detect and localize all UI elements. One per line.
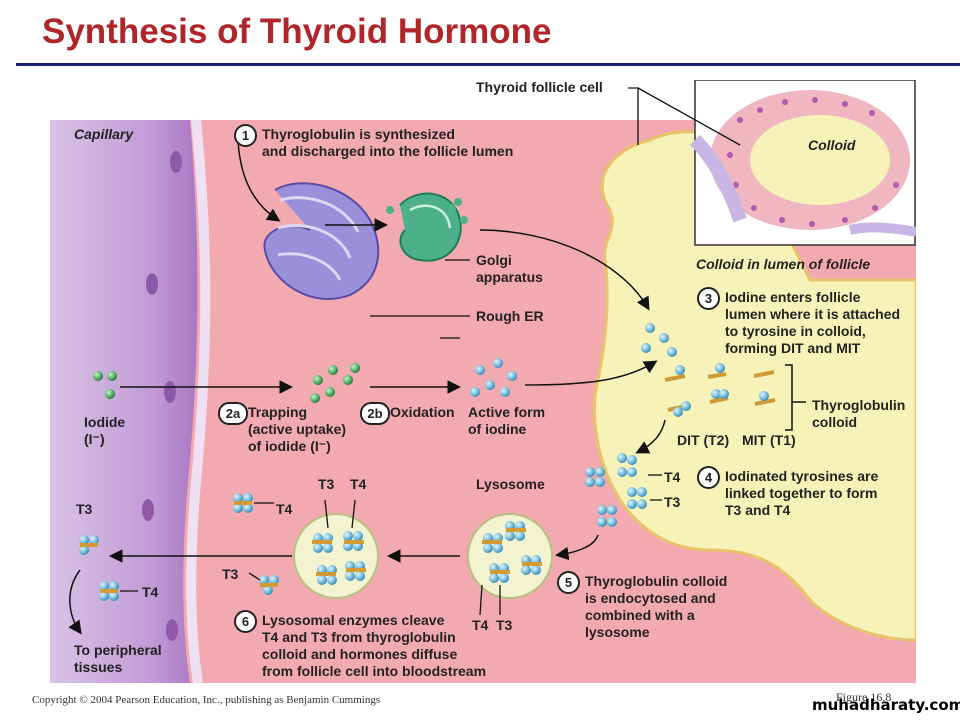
step-2a-line-3: of iodide (I⁻) [248,438,331,454]
step-2a-line-1: Trapping [248,404,308,420]
left-t3-label: T3 [318,476,335,492]
step-6-line-1: Lysosomal enzymes cleave [262,612,445,628]
active-form-label-2: of iodine [468,421,527,437]
to-peripheral-label-2: tissues [74,659,123,675]
step-5-line-3: combined with a [585,607,695,623]
blood-t4-label: T4 [142,584,159,600]
mit-label: MIT (T1) [742,432,796,448]
rough-er-label: Rough ER [476,308,544,324]
step-1-line-1: Thyroglobulin is synthesized [262,126,455,142]
lysosome-t3-label: T3 [496,617,513,633]
lysosome-label: Lysosome [476,476,545,492]
iodide-label-2: (I⁻) [84,431,105,447]
step-3-line-2: lumen where it is attached [725,306,901,322]
thyroglobulin-colloid-label-1: Thyroglobulin [812,397,906,413]
page-title: Synthesis of Thyroid Hormone [42,12,552,51]
capillary-label: Capillary [74,126,134,142]
cell-t3-label: T3 [222,566,239,582]
lumen-t3-label: T3 [664,494,681,510]
thyroglobulin-colloid-label-2: colloid [812,414,858,430]
step-5-line-4: lysosome [585,624,650,640]
iodide-label-1: Iodide [84,414,126,430]
step-4-line-2: linked together to form [725,485,878,501]
to-peripheral-label-1: To peripheral [74,642,162,658]
step-2a-number: 2a [218,402,248,425]
step-6-line-3: colloid and hormones diffuse [262,646,458,662]
step-3-line-1: Iodine enters follicle [725,289,861,305]
step-2b-number: 2b [360,402,390,425]
step-2a-line-2: (active uptake) [248,421,347,437]
step-1-line-2: and discharged into the follicle lumen [262,143,514,159]
colloid-in-lumen-label: Colloid in lumen of follicle [696,256,871,272]
step-2b-line-1: Oxidation [390,404,455,420]
golgi-label-1: Golgi [476,252,512,268]
figure-label: Figure 16.8 [836,690,892,704]
golgi-label-2: apparatus [476,269,543,285]
blood-t3-label: T3 [76,501,93,517]
copyright-notice: Copyright © 2004 Pearson Education, Inc.… [32,694,381,706]
step-4-line-3: T3 and T4 [725,502,791,518]
rough-er [263,182,380,300]
step-3-line-4: forming DIT and MIT [725,340,861,356]
free-t4-label: T4 [276,501,293,517]
lysosome-left [293,513,379,599]
step-5-line-2: is endocytosed and [585,590,716,606]
step-4-line-1: Iodinated tyrosines are [725,468,879,484]
diagram-illustration [50,80,916,683]
capillary [50,120,198,683]
watermark: muhadharaty.com [812,696,960,714]
step-1-number: 1 [234,124,257,147]
thyroid-follicle-cell-label: Thyroid follicle cell [476,79,603,95]
step-6-line-4: from follicle cell into bloodstream [262,663,487,679]
step-6-line-2: T4 and T3 from thyroglobulin [262,629,456,645]
step-3-number: 3 [697,287,720,310]
title-underline [16,63,960,66]
step-6-number: 6 [234,610,257,633]
step-3-line-3: to tyrosine in colloid, [725,323,866,339]
colloid-label: Colloid [808,137,856,153]
step-5-number: 5 [557,571,580,594]
step-5-line-1: Thyroglobulin colloid [585,573,728,589]
active-form-label-1: Active form [468,404,546,420]
dit-label: DIT (T2) [677,432,730,448]
left-t4-label: T4 [350,476,367,492]
step-4-number: 4 [697,466,720,489]
lysosome-t4-label: T4 [472,617,489,633]
lumen-t4-label: T4 [664,469,681,485]
golgi-apparatus [399,192,462,262]
